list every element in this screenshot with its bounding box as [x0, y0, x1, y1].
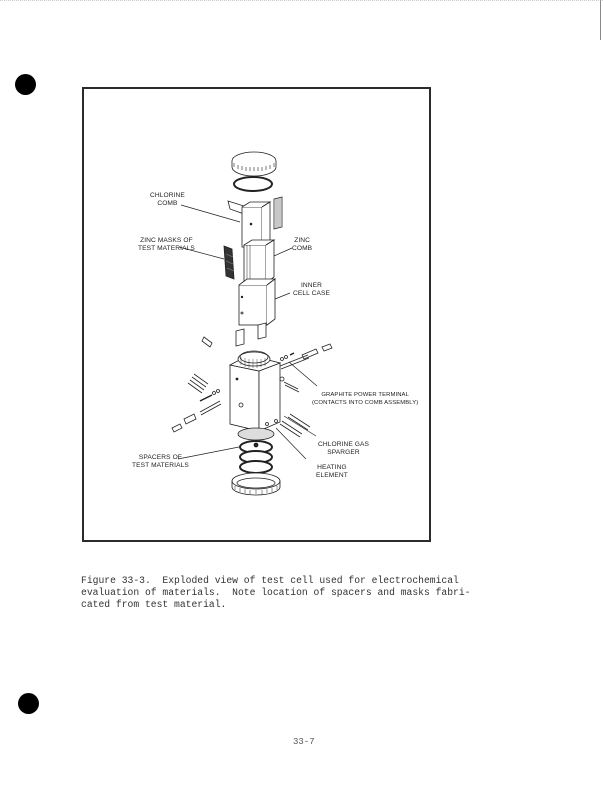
label-inner-cell-case: INNER CELL CASE	[293, 282, 330, 297]
label-chlorine-gas-sparger: CHLORINE GAS SPARGER	[318, 441, 370, 456]
top-cap	[231, 151, 277, 177]
label-heating-element: HEATING ELEMENT	[316, 464, 348, 479]
leader-lines	[177, 204, 318, 460]
scan-top-edge	[0, 0, 603, 2]
page-number: 33-7	[293, 737, 315, 747]
chlorine-comb	[227, 200, 272, 248]
bottom-cup	[231, 472, 281, 496]
label-graphite-power-terminal: GRAPHITE POWER TERMINAL (CONTACTS INTO C…	[312, 392, 419, 406]
left-fittings	[171, 336, 222, 433]
binder-punch-hole-top	[15, 74, 36, 95]
zinc-comb	[243, 239, 276, 284]
bottom-seal	[237, 427, 275, 441]
label-chlorine-comb: CHLORINE COMB	[150, 192, 185, 207]
figure-frame: CHLORINE COMB ZINC MASKS OF TEST MATERIA…	[82, 87, 431, 542]
scan-right-edge	[600, 0, 601, 40]
label-zinc-comb: ZINC COMB	[292, 237, 313, 252]
binder-punch-hole-bottom	[18, 693, 39, 714]
spacer-stack	[239, 440, 273, 474]
main-cell-body	[228, 350, 285, 432]
right-fittings	[279, 343, 333, 438]
o-ring	[233, 176, 273, 192]
test-plate-left	[235, 328, 245, 347]
inner-cell-case	[238, 278, 277, 326]
figure-caption: Figure 33-3. Exploded view of test cell …	[81, 575, 471, 610]
zinc-mask	[223, 245, 235, 280]
side-comb-plate	[273, 196, 283, 230]
label-zinc-masks: ZINC MASKS OF TEST MATERIALS	[138, 237, 195, 252]
exploded-view-diagram	[171, 151, 333, 496]
label-spacers: SPACERS OF TEST MATERIALS	[132, 454, 189, 469]
test-plate-right	[257, 322, 267, 340]
